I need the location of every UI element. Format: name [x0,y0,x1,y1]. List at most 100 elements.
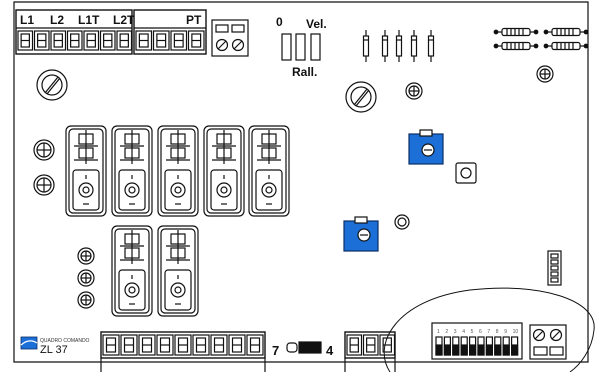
terminal-screw [192,334,210,356]
header-pin [550,259,559,265]
resistor-group [493,27,589,51]
terminal-screw [187,30,205,51]
screw [405,82,423,100]
relay [111,225,153,317]
terminal-screw [170,30,188,51]
dip-number: 5 [471,329,474,335]
terminal-screw [102,334,120,356]
dip-number: 1 [437,329,440,335]
screw [77,269,95,287]
mini-connector [286,341,322,354]
dip-key [452,336,460,356]
header-pin [550,253,559,259]
diode [381,30,389,62]
brand-logo [20,336,38,350]
terminal-screw [362,334,379,356]
terminal-label-l1t: L1T [78,13,100,27]
terminal-screw [83,30,100,51]
terminal-screw [156,334,174,356]
dip-number: 7 [487,329,490,335]
dip-number: 4 [462,329,465,335]
terminal-screw [33,30,50,51]
header-pin [550,271,559,277]
brand-model: ZL 37 [40,344,68,356]
dip-key [494,336,502,356]
screw [33,139,55,161]
resistor [543,41,589,51]
relay-array [65,125,290,317]
dip-number: 10 [513,329,519,335]
terminal-label-l1: L1 [20,13,34,27]
terminal-label-l2t: L2T [113,13,135,27]
diode [362,30,370,62]
pin-header-right [547,250,562,286]
dip-key [477,336,485,356]
connector-label-7: 7 [272,343,279,358]
terminal-screw [228,334,246,356]
terminal-screw [135,30,153,51]
screw [77,291,95,309]
screw [77,247,95,265]
trimmer-lower [343,216,379,252]
terminal-screw [116,30,133,51]
terminal-screw [210,334,228,356]
resistor [493,27,539,37]
dip-number: 6 [479,329,482,335]
fuse-holder-left [36,69,68,101]
dip-key [460,336,468,356]
terminal-screw [138,334,156,356]
header-pin [550,265,559,271]
jumper-group [281,33,321,61]
diode [427,30,435,62]
trimmer-upper [408,129,444,165]
terminal-label-pt: PT [186,13,202,27]
diode [395,30,403,62]
resistor [493,41,539,51]
terminal-screw [99,30,116,51]
screw [536,65,554,83]
brand-caption: QUADRO COMANDO [40,338,90,344]
push-button [455,162,477,184]
terminal-screw [120,334,138,356]
dip-number: 2 [445,329,448,335]
relay [111,125,153,217]
terminal-block-pt [133,9,207,55]
terminal-screw [50,30,67,51]
relay [157,225,199,317]
terminal-screw [246,334,264,356]
dip-number: 3 [454,329,457,335]
terminal-block-power [15,9,133,55]
mounting-screws [33,65,554,309]
dip-key [443,336,451,356]
small-terminal-bottom [529,324,567,360]
relay [65,125,107,217]
connector-label-4: 4 [326,343,334,358]
terminal-screw [66,30,83,51]
terminal-screw [174,334,192,356]
highlight-ellipse [383,287,595,372]
terminal-block-bottom [100,331,266,372]
dip-number: 8 [496,329,499,335]
terminal-screw [17,30,34,51]
terminal-label-l2: L2 [50,13,64,27]
dip-key [511,336,519,356]
jumper-label-rall: Rall. [292,65,317,79]
jumper-label-vel: Vel. [306,17,327,31]
dip-key [502,336,510,356]
dip-number: 9 [504,329,507,335]
dip-key [485,336,493,356]
led [394,214,410,230]
relay [157,125,199,217]
header-pin [550,277,559,283]
resistor [543,27,589,37]
jumper-label-zero: 0 [276,15,283,29]
terminal-screw [152,30,170,51]
diode [410,30,418,62]
dip-key [435,336,443,356]
small-terminal-top [211,19,249,57]
terminal-screw [346,334,363,356]
dip-key [469,336,477,356]
screw [33,174,55,196]
